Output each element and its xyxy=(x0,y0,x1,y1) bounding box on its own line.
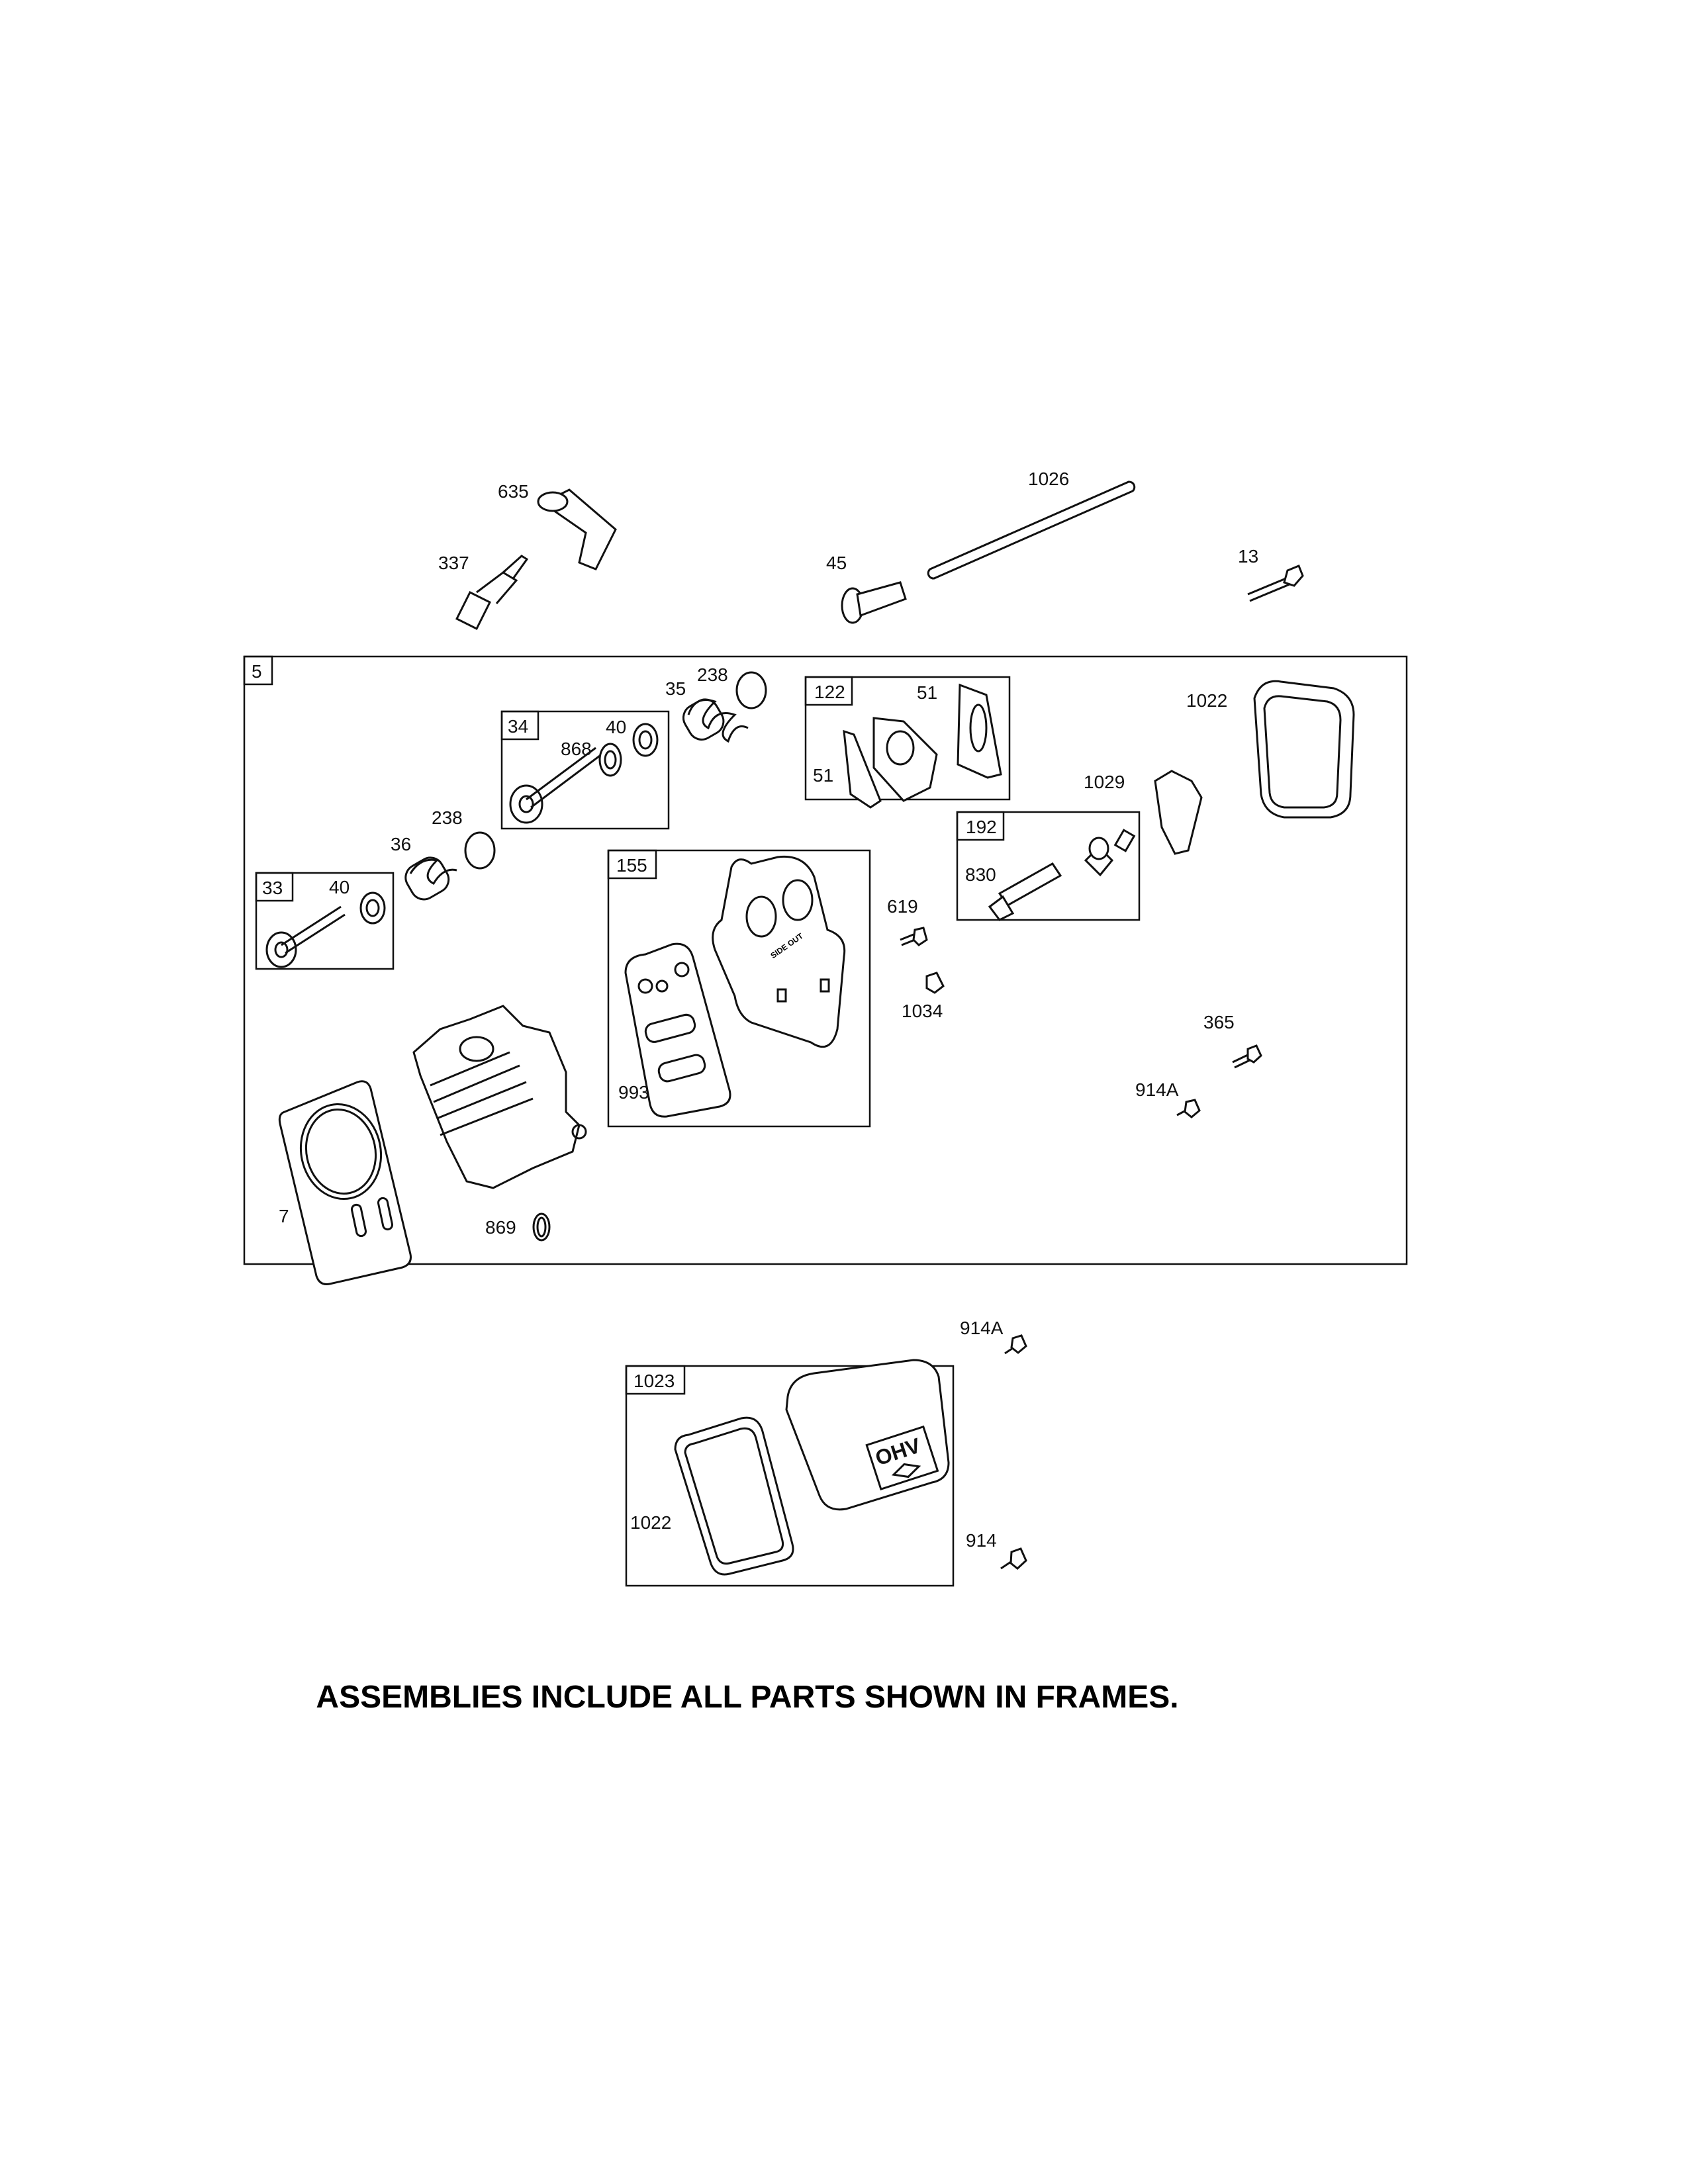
tappet-45 xyxy=(841,581,907,624)
label-365: 365 xyxy=(1203,1012,1235,1032)
spark-plug-337 xyxy=(455,555,529,631)
screw-914A-upper xyxy=(1176,1099,1201,1118)
frame-1023-tag xyxy=(625,1365,686,1395)
frame-1023-number: 1023 xyxy=(633,1371,675,1391)
nut-1034 xyxy=(925,972,945,994)
label-7: 7 xyxy=(279,1206,289,1226)
label-1022-upper: 1022 xyxy=(1186,690,1227,711)
screw-619 xyxy=(900,927,928,946)
push-rod-1026 xyxy=(927,480,1136,580)
label-993: 993 xyxy=(618,1082,649,1103)
label-1029: 1029 xyxy=(1084,772,1125,792)
screw-914A-lower xyxy=(1004,1334,1027,1355)
screw-365 xyxy=(1232,1044,1262,1069)
label-40-lower: 40 xyxy=(329,877,350,897)
label-40-upper: 40 xyxy=(606,717,626,737)
label-1022-lower: 1022 xyxy=(630,1512,671,1533)
cap-238 xyxy=(735,671,767,709)
spark-plug-boot-635 xyxy=(537,488,617,570)
frame-33-number: 33 xyxy=(262,878,283,898)
frame-155-number: 155 xyxy=(616,855,647,876)
cylinder-head xyxy=(412,1005,587,1189)
keeper-40-upper xyxy=(632,723,659,757)
label-868: 868 xyxy=(561,739,592,759)
label-914A-upper: 914A xyxy=(1135,1079,1179,1100)
rocker-arm-1029 xyxy=(1154,770,1203,855)
valve-33 xyxy=(265,905,346,968)
intake-spacer xyxy=(872,717,938,802)
frame-5-tag xyxy=(243,655,273,686)
label-1026: 1026 xyxy=(1028,469,1069,489)
label-635: 635 xyxy=(498,481,529,502)
label-238-upper: 238 xyxy=(697,664,728,685)
frame-122-number: 122 xyxy=(814,682,845,702)
label-1034: 1034 xyxy=(902,1001,943,1021)
valve-seal-868 xyxy=(598,743,622,777)
cylinder-head-gasket-7 xyxy=(278,1080,412,1285)
bolt-13 xyxy=(1247,565,1304,602)
frame-155-tag xyxy=(607,849,657,880)
valve-34 xyxy=(509,747,600,824)
rocker-cover-gasket-1022 xyxy=(1253,680,1355,819)
label-914A-lower: 914A xyxy=(960,1318,1004,1338)
frame-33-intake-valve xyxy=(255,872,395,970)
valve-spring-35 xyxy=(682,698,749,743)
frame-5-cylinder-head-assembly xyxy=(243,655,1408,1265)
label-45: 45 xyxy=(826,553,847,573)
label-51-upper: 51 xyxy=(917,682,937,703)
label-830: 830 xyxy=(965,864,996,885)
label-35: 35 xyxy=(665,678,686,699)
label-619: 619 xyxy=(887,896,918,917)
label-51-lower: 51 xyxy=(813,765,833,786)
frame-192-number: 192 xyxy=(966,817,997,837)
frame-5-number: 5 xyxy=(252,661,262,682)
frame-122-tag xyxy=(804,676,853,706)
frame-155-gasket-set xyxy=(607,849,871,1128)
gasket-51-left xyxy=(843,729,882,809)
frame-192-rocker-stud xyxy=(956,811,1141,921)
frame-192-tag xyxy=(956,811,1005,841)
label-13: 13 xyxy=(1238,546,1258,567)
label-238-lower: 238 xyxy=(432,807,463,828)
rocker-cover-gasket-1022-lower xyxy=(674,1416,794,1576)
cap-238-lower xyxy=(464,831,496,870)
gasket-51-right xyxy=(957,683,1002,779)
rocker-stud-830 xyxy=(988,829,1136,921)
screw-914 xyxy=(1000,1547,1027,1570)
frame-34-exhaust-valve xyxy=(500,710,670,830)
frame-34-tag xyxy=(500,710,539,741)
gasket-993 xyxy=(624,942,731,1118)
keeper-40-lower xyxy=(359,891,386,925)
head-gasket-side-out: SIDE OUT xyxy=(712,855,846,1048)
label-869: 869 xyxy=(485,1217,516,1238)
label-36: 36 xyxy=(391,834,411,854)
valve-spring-36 xyxy=(404,856,457,901)
ohv-logo: OHV xyxy=(865,1425,939,1491)
label-914: 914 xyxy=(966,1530,997,1551)
assemblies-caption: ASSEMBLIES INCLUDE ALL PARTS SHOWN IN FR… xyxy=(316,1680,1178,1715)
dowel-ring-869 xyxy=(532,1212,551,1242)
frame-33-tag xyxy=(255,872,294,902)
rocker-cover-1023: OHV xyxy=(785,1359,950,1511)
frame-34-number: 34 xyxy=(508,716,528,737)
frame-1023-rocker-cover-assembly xyxy=(625,1365,955,1587)
label-337: 337 xyxy=(438,553,469,573)
